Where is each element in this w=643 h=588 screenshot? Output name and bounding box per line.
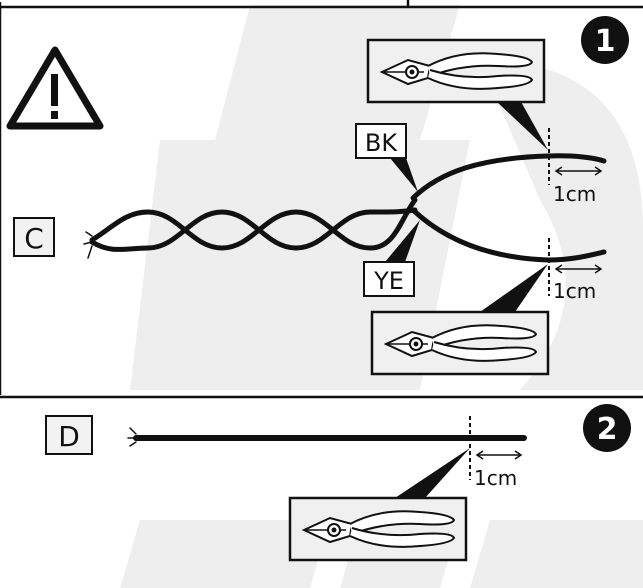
strip-arrow-d bbox=[475, 450, 523, 460]
section-2: 2 D 1cm bbox=[45, 404, 631, 562]
strip-length-bottom: 1cm bbox=[553, 279, 596, 303]
cutting-pliers-icon bbox=[288, 448, 470, 562]
cable-label-c: C bbox=[13, 217, 55, 257]
warning-icon bbox=[6, 46, 104, 130]
cutting-pliers-icon bbox=[370, 264, 550, 376]
svg-text:D: D bbox=[58, 420, 80, 453]
svg-text:YE: YE bbox=[373, 267, 404, 295]
step-badge-1: 1 bbox=[581, 16, 629, 64]
strip-arrow-bottom bbox=[554, 264, 603, 274]
svg-text:2: 2 bbox=[597, 412, 618, 447]
wire-label-bk: BK bbox=[355, 123, 418, 192]
svg-text:C: C bbox=[24, 222, 44, 255]
cable-label-d: D bbox=[45, 415, 93, 455]
single-wire bbox=[127, 427, 527, 447]
wire-label-ye: YE bbox=[363, 220, 420, 297]
strip-length-d: 1cm bbox=[474, 466, 517, 490]
section-1: 1 C BK bbox=[6, 16, 629, 376]
svg-text:1: 1 bbox=[595, 24, 616, 59]
svg-text:BK: BK bbox=[365, 129, 398, 157]
section-frame bbox=[0, 0, 643, 399]
strip-length-top: 1cm bbox=[553, 182, 596, 206]
strip-arrow-top bbox=[554, 166, 603, 176]
step-badge-2: 2 bbox=[583, 404, 631, 452]
twisted-wire-pair bbox=[83, 153, 607, 263]
cutting-pliers-icon bbox=[366, 38, 548, 150]
